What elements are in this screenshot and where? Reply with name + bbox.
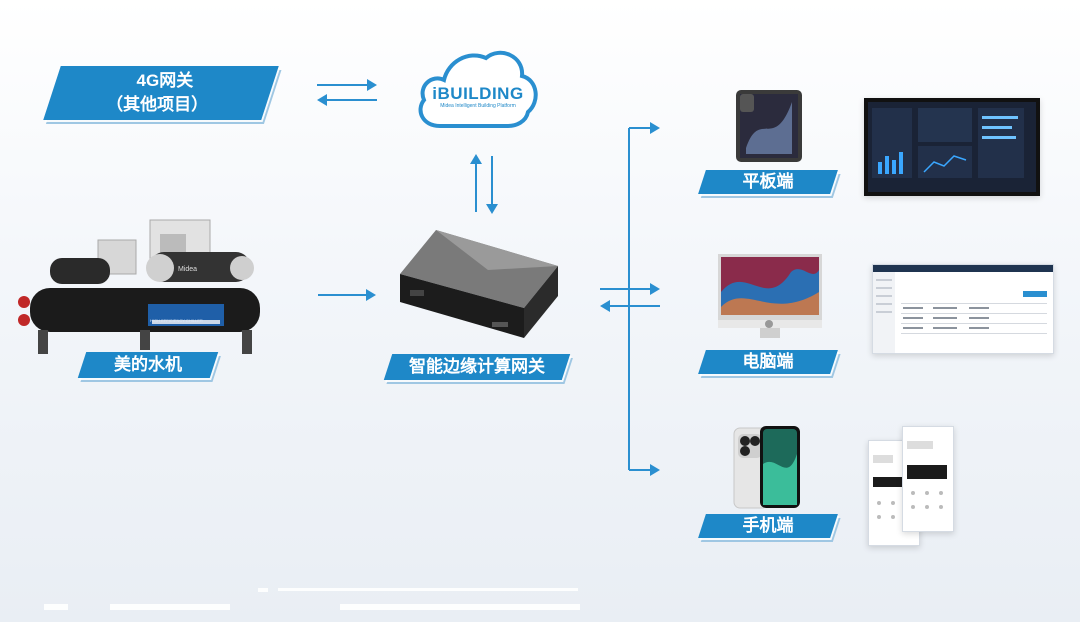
cloud-brand: iBUILDING (432, 84, 524, 103)
edge-gateway-image (400, 230, 558, 338)
apple-logo-icon (765, 320, 773, 328)
edge-gateway-label: 智能边缘计算网关 (383, 354, 571, 380)
footer-bar-5 (340, 604, 580, 610)
bidirectional-arrow-gateway-endpoints (600, 283, 660, 312)
dashboard-chart-icon (872, 108, 1024, 178)
tablet-label-text: 平板端 (742, 172, 794, 191)
edge-gateway-label-text: 智能边缘计算网关 (409, 357, 545, 376)
chiller-label: 美的水机 (77, 352, 219, 378)
footer-bar-2 (110, 604, 230, 610)
bidirectional-arrow-4g-cloud (317, 79, 377, 106)
phone-label-text: 手机端 (742, 516, 794, 535)
tablet-image (736, 90, 802, 162)
arrow-chiller-gateway (318, 289, 376, 301)
phone-label: 手机端 (698, 514, 838, 538)
bidirectional-arrow-cloud-gateway (470, 154, 498, 214)
phone-image (733, 426, 800, 509)
chiller-brand: Midea (178, 266, 198, 273)
chiller-badge: HIGH EFFICIENCY CHILLER (150, 318, 203, 323)
chiller-label-text: 美的水机 (114, 355, 182, 374)
footer-bar-3 (258, 588, 268, 592)
gateway-4g-line2: （其他项目） (106, 95, 209, 114)
footer-bar-4 (278, 588, 578, 591)
computer-web-preview (872, 264, 1054, 354)
computer-label-text: 电脑端 (742, 352, 794, 371)
cloud-tagline: Midea Intelligent Building Platform (440, 103, 516, 109)
tablet-label: 平板端 (698, 170, 838, 194)
phone-app-preview-front (902, 426, 954, 532)
gateway-4g-label: 4G网关 （其他项目） (43, 66, 279, 120)
app-screen-icon-front (907, 441, 947, 509)
computer-image (718, 254, 822, 338)
cloud-icon (418, 50, 538, 128)
footer-bar-1 (44, 604, 68, 610)
computer-label: 电脑端 (698, 350, 838, 374)
web-table-icon (873, 265, 1053, 353)
chiller-image (18, 219, 260, 354)
branch-arrows-endpoints (628, 122, 660, 476)
gateway-4g-line1: 4G网关 (136, 71, 194, 90)
tablet-dashboard-preview (864, 98, 1040, 196)
